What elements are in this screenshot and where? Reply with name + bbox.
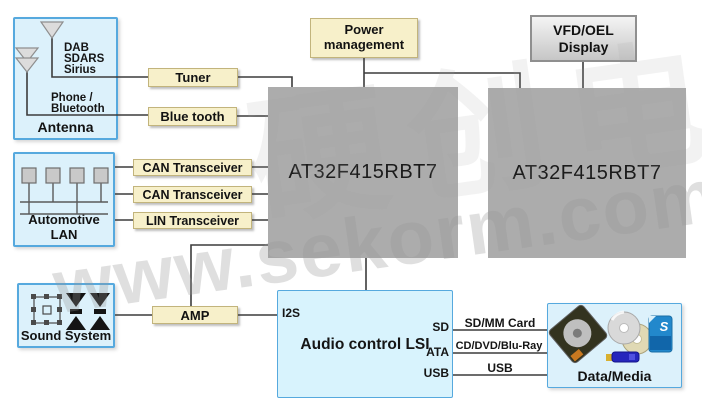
bus-label-sd-mm-card: SD/MM Card	[464, 316, 536, 330]
antenna-group-box: DAB SDARS Sirius Phone / Bluetooth Anten…	[13, 17, 118, 140]
data-media-label: Data/Media	[577, 368, 652, 384]
can-transceiver-2-box: CAN Transceiver	[133, 186, 252, 203]
bus-label-cd-dvd-bluray: CD/DVD/Blu-Ray	[455, 340, 543, 352]
connector-power-to-mcu-right	[364, 72, 521, 88]
bus-label-usb: USB	[487, 361, 513, 375]
sound-system-label: Sound System	[20, 328, 112, 343]
audio-lsi-port-usb: USB	[423, 366, 449, 380]
mcu-left-box: AT32F415RBT7	[268, 87, 458, 258]
automotive-lan-group-box: Automotive LAN	[13, 152, 115, 247]
can-transceiver-1-box: CAN Transceiver	[133, 159, 252, 176]
antenna-group-label: Antenna	[37, 119, 94, 135]
automotive-lan-label: Automotive LAN	[28, 212, 100, 242]
antenna-receivers-text: DAB SDARS Sirius	[64, 42, 105, 76]
power-management-box: Power management	[310, 18, 418, 58]
connector-tuner-to-mcu-left	[238, 76, 293, 87]
connector-mcu-left-to-amp	[190, 244, 268, 306]
audio-lsi-port-sd: SD	[432, 320, 449, 334]
mcu-right-box: AT32F415RBT7	[488, 88, 686, 258]
audio-lsi-title: Audio control LSI	[300, 336, 430, 353]
amp-box: AMP	[152, 306, 238, 324]
audio-lsi-box	[277, 290, 453, 398]
sound-system-group-box: Sound System	[17, 283, 115, 348]
tuner-box: Tuner	[148, 68, 238, 87]
bluetooth-box: Blue tooth	[148, 107, 237, 126]
vfd-display-box: VFD/OEL Display	[530, 15, 637, 62]
lin-transceiver-box: LIN Transceiver	[133, 212, 252, 229]
audio-lsi-port-ata: ATA	[426, 345, 449, 359]
data-media-group-box: Data/Media	[547, 303, 682, 388]
antenna-phone-text: Phone / Bluetooth	[51, 92, 105, 115]
audio-lsi-port-i2s: I2S	[282, 306, 301, 320]
